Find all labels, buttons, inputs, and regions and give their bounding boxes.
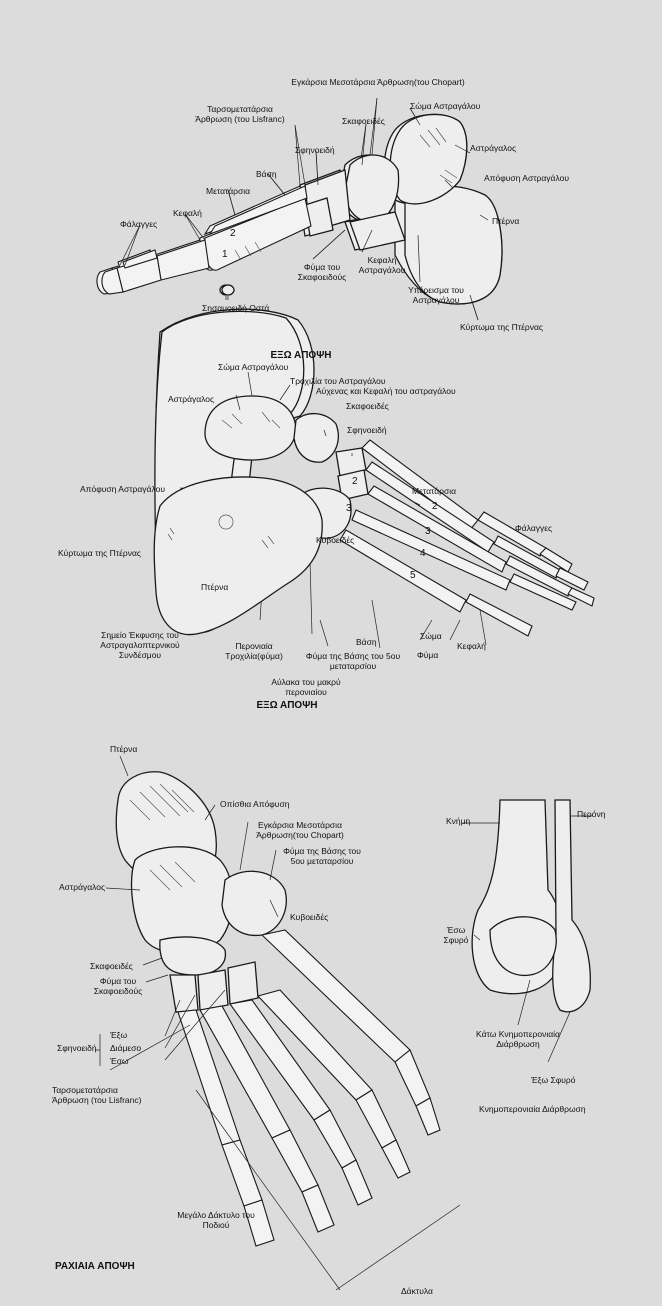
- label-cuneiform-dorsal: Σφηνοειδή: [57, 1043, 97, 1053]
- label-peroneus-groove-mid: Αύλακα του μακρύ περονιαίου: [265, 677, 347, 697]
- label-medial-cuneiform-dorsal: Έσω: [110, 1056, 129, 1066]
- label-phalanges-top: Φάλαγγες: [120, 219, 157, 229]
- label-trochlea-mid: Τροχιλία του Αστραγάλου: [290, 376, 385, 386]
- label-talus-body-top: Σώμα Αστραγάλου: [410, 101, 480, 111]
- label-sustentaculum-top: Υπέρεισμα του Αστραγάλου: [406, 285, 466, 305]
- label-metatarsals-top: Μετατάρσια: [206, 186, 250, 196]
- label-lateral-malleolus: Έξω Σφυρό: [531, 1075, 575, 1085]
- label-intermediate-cuneiform-dorsal: Διάμεσο: [110, 1043, 141, 1053]
- label-talus-head-top: Κεφαλή Αστραγάλου: [358, 255, 406, 275]
- label-cuneiform-top: Σφηνοειδή: [295, 145, 335, 155]
- metatarsal-number-1-top: 1: [222, 249, 228, 260]
- title-ankle: Κνημοπερονιαία Διάρθρωση: [479, 1104, 586, 1114]
- label-talus-body-mid: Σώμα Αστραγάλου: [218, 362, 288, 372]
- label-talus-process-mid: Απόφυση Αστραγάλου: [80, 484, 165, 494]
- label-cuboid-dorsal: Κυβοειδές: [290, 912, 328, 922]
- number-3-b-mid: 3: [425, 526, 431, 537]
- label-transverse-tarsal-dorsal: Εγκάρσια Μεσοτάρσια Άρθρωση(του Chopart): [240, 820, 360, 840]
- ankle-view-drawing: [463, 800, 593, 1062]
- label-sesamoids-top: Σησαμοειδή Οστά: [202, 303, 269, 313]
- label-tarsometatarsal-dorsal: Ταρσομετατάρσια Άρθρωση (του Lisfranc): [52, 1085, 148, 1105]
- label-tibia: Κνήμη: [446, 816, 470, 826]
- label-tarsometatarsal-top: Ταρσομετατάρσια Άρθρωση (του Lisfranc): [192, 104, 288, 124]
- label-base-top: Βάση: [256, 169, 277, 179]
- label-calcaneus-top: Πτέρνα: [492, 216, 519, 226]
- label-talus-mid: Αστράγαλος: [168, 394, 214, 404]
- label-big-toe-dorsal: Μεγάλο Δάκτυλο του Ποδιού: [176, 1210, 256, 1230]
- label-metatarsals-mid: Μετατάρσια: [412, 486, 456, 496]
- metatarsal-number-2-top: 2: [230, 228, 236, 239]
- label-tuberosity-mid: Φύμα: [417, 650, 438, 660]
- number-5-mid: 5: [410, 570, 416, 581]
- number-3-a-mid: 3: [346, 503, 352, 514]
- label-talus-dorsal: Αστράγαλος: [59, 882, 105, 892]
- label-peroneal-trochlea-mid: Περονιαία Τροχιλία(φύμα): [221, 641, 287, 661]
- label-talus-process-top: Απόφυση Αστραγάλου: [484, 173, 569, 183]
- label-cuboid-mid: Κυβοειδές: [316, 535, 354, 545]
- label-navicular-tuberosity-top: Φύμα του Σκαφοειδούς: [294, 262, 350, 282]
- number-4-mid: 4: [420, 548, 426, 559]
- label-fifth-met-tuberosity-mid: Φύμα της Βάσης του 5ου μεταταρσίου: [303, 651, 403, 671]
- label-cuneiform-mid: Σφηνοειδή: [347, 425, 387, 435]
- label-navicular-tuberosity-dorsal: Φύμα του Σκαφοειδούς: [85, 976, 151, 996]
- label-calcaneus-dorsal: Πτέρνα: [110, 744, 137, 754]
- title-lateral-bottom: ΕΞΩ ΑΠΟΨΗ: [256, 700, 317, 711]
- label-ligament-site-mid: Σημείο Έκφυσης του Αστραγαλοπτερνικού Συ…: [90, 630, 190, 660]
- label-fifth-met-tuberosity-dorsal: Φύμα της Βάσης του 5ου μεταταρσίου: [283, 846, 361, 866]
- label-posterior-process-dorsal: Οπίσθια Απόφυση: [220, 799, 289, 809]
- number-2-a-mid: 2: [352, 476, 358, 487]
- label-navicular-mid: Σκαφοειδές: [346, 401, 389, 411]
- number-2-b-mid: 2: [432, 501, 438, 512]
- label-lateral-cuneiform-dorsal: Έξω: [110, 1030, 127, 1040]
- label-transverse-tarsal-top: Εγκάρσια Μεσοτάρσια Άρθρωση(του Chopart): [291, 77, 464, 87]
- title-lateral-top: ΕΞΩ ΑΠΟΨΗ: [270, 350, 331, 361]
- label-head-mid: Κεφαλή: [457, 641, 486, 651]
- label-neck-head-mid: Αύχενας και Κεφαλή του αστραγάλου: [316, 386, 456, 396]
- label-medial-malleolus: Έσω Σφυρό: [436, 925, 476, 945]
- label-inferior-tibiofibular: Κάτω Κνημοπερονιαία Διάρθρωση: [470, 1029, 566, 1049]
- label-calcaneus-mid: Πτέρνα: [201, 582, 228, 592]
- label-toes-dorsal: Δάκτυλα: [401, 1286, 433, 1296]
- label-calcaneal-tuberosity-top: Κύρτωμα της Πτέρνας: [460, 322, 543, 332]
- label-fibula: Περόνη: [577, 809, 605, 819]
- label-calcaneal-tuberosity-mid: Κύρτωμα της Πτέρνας: [58, 548, 141, 558]
- title-dorsal: ΡΑΧΙΑΙΑ ΑΠΟΨΗ: [55, 1261, 135, 1272]
- label-head-top: Κεφαλή: [173, 208, 202, 218]
- label-phalanges-mid: Φάλαγγες: [515, 523, 552, 533]
- label-navicular-dorsal: Σκαφοειδές: [90, 961, 133, 971]
- label-base-mid: Βάση: [356, 637, 377, 647]
- label-talus-top: Αστράγαλος: [470, 143, 516, 153]
- label-navicular-top: Σκαφοειδές: [342, 116, 385, 126]
- label-body-mid: Σώμα: [420, 631, 442, 641]
